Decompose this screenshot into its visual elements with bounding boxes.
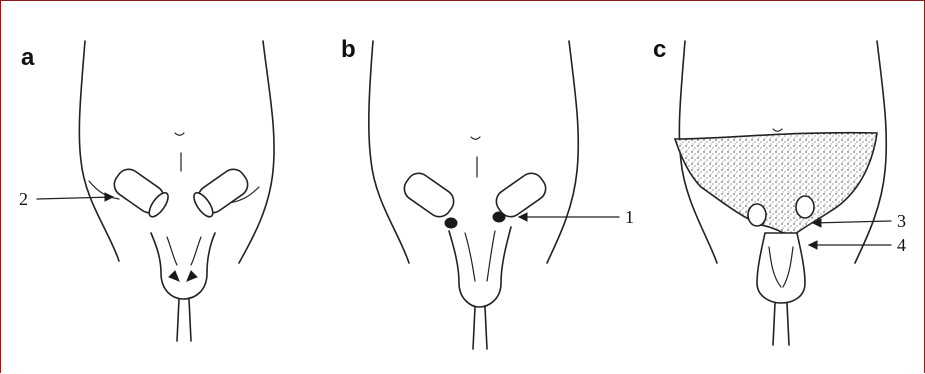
testis-right-a [187, 271, 197, 281]
callout-label-1: 1 [625, 207, 634, 227]
torso-left-outline-b [369, 41, 409, 263]
scrotum-inner-b [465, 231, 495, 281]
callout-label-4: 4 [897, 235, 906, 255]
reservoir-left-c [748, 204, 766, 226]
callout-arrowhead-2 [105, 193, 113, 201]
panel-c: c 3 4 [653, 36, 906, 345]
callout-arrow-3 [813, 221, 891, 223]
navel-c [773, 129, 782, 131]
callout-arrow-2 [37, 197, 113, 199]
testis-left-a [169, 271, 179, 281]
penis-outline-c [757, 233, 805, 303]
torso-left-outline [79, 41, 119, 261]
scrotum-outline-a [151, 233, 215, 299]
scrotum-outline-b [449, 227, 511, 307]
torso-right-outline-b [547, 41, 578, 263]
implant-left-b [400, 169, 459, 222]
navel [175, 133, 184, 135]
scrotum-inner-a [167, 237, 201, 265]
reservoir-right-c [796, 196, 814, 218]
crus-right-b [493, 212, 505, 222]
crus-left-b [445, 218, 457, 228]
torso-right-outline [239, 41, 274, 263]
implant-left-a [110, 165, 172, 220]
callout-label-2: 2 [19, 189, 28, 209]
shaft-a [177, 299, 191, 341]
shaft-b [473, 307, 487, 349]
callout-arrowhead-4 [809, 241, 817, 249]
navel-b [471, 137, 480, 139]
callout-label-3: 3 [897, 211, 906, 231]
panel-letter-c: c [653, 36, 666, 63]
shaft-c [773, 303, 789, 345]
implant-right-a [190, 165, 252, 220]
panel-a: a [19, 41, 274, 341]
shorts-region-c [675, 133, 877, 237]
panel-b: b 1 [341, 36, 634, 349]
callout-arrowhead-1 [519, 213, 527, 221]
panel-letter-b: b [341, 36, 356, 63]
panel-letter-a: a [21, 44, 35, 71]
